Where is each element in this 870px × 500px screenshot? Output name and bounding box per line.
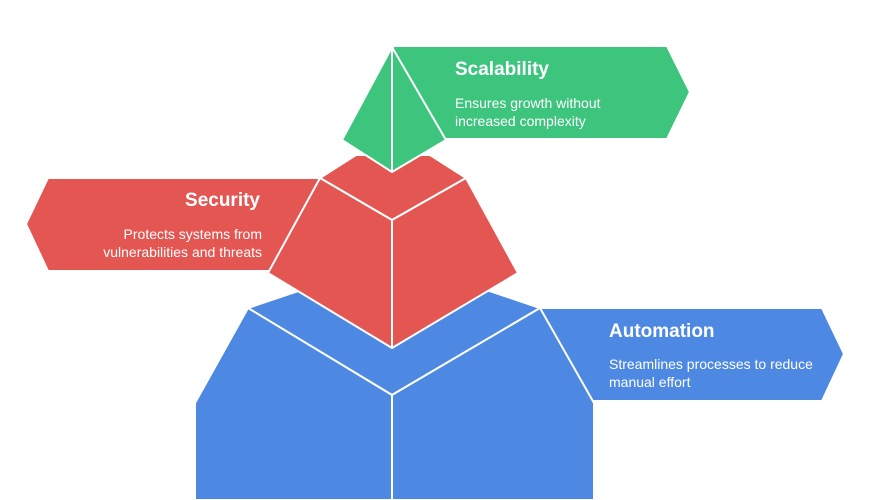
scalability-tier-right-face [391, 46, 447, 173]
security-description: Protects systems from vulnerabilities an… [103, 226, 262, 260]
security-tier-right-face [391, 177, 519, 349]
automation-description: Streamlines processes to reduce manual e… [609, 356, 813, 390]
security-title: Security [185, 190, 260, 211]
security-label-banner [25, 177, 323, 272]
automation-tier-left-face [194, 307, 393, 500]
scalability-tier-left-face [341, 46, 393, 173]
scalability-title: Scalability [455, 59, 549, 80]
automation-title: Automation [609, 321, 715, 342]
automation-tier-right-face [391, 307, 595, 500]
scalability-description: Ensures growth without increased complex… [455, 95, 601, 129]
